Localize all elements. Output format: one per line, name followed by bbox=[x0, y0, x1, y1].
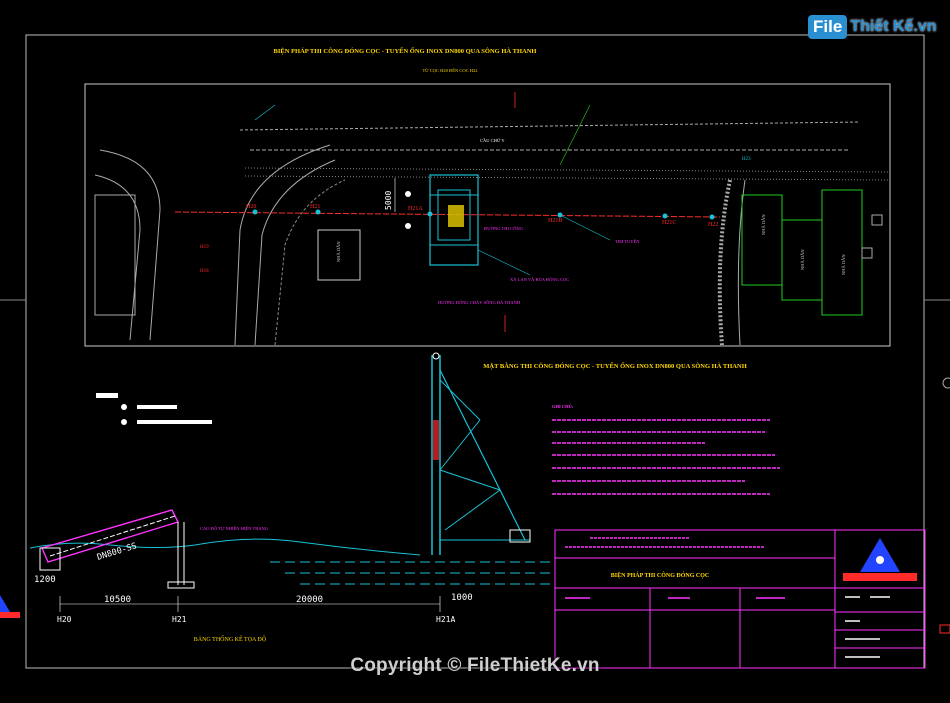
tb-drawing-name: BIỆN PHÁP THI CÔNG ĐÓNG CỌC bbox=[611, 571, 709, 579]
left-partial-bar bbox=[0, 612, 20, 618]
barge-label: XÀ LAN VÀ BÚA ĐÓNG CỌC bbox=[510, 277, 569, 282]
ground-label: CAO ĐỘ TỰ NHIÊN HIỆN TRẠNG bbox=[200, 526, 269, 531]
label-h18: H18 bbox=[200, 269, 209, 274]
dim-5000-plan: 5000 bbox=[384, 191, 393, 210]
symbol-right-2 bbox=[861, 247, 873, 259]
rig-winch bbox=[509, 529, 531, 543]
title-top: BIỆN PHÁP THI CÔNG ĐÓNG CỌC - TUYẾN ỐNG … bbox=[274, 47, 537, 55]
pipe-axis bbox=[174, 211, 721, 218]
title-mid: MẶT BẰNG THI CÔNG ĐÓNG CỌC - TUYẾN ỐNG I… bbox=[483, 362, 747, 370]
rig-top bbox=[432, 352, 440, 360]
label-h21b: H21B bbox=[548, 218, 562, 224]
barge-deck bbox=[437, 189, 471, 241]
building-left bbox=[94, 194, 136, 316]
leader-axis bbox=[559, 214, 611, 241]
logo-text: Thiết Kế.vn bbox=[850, 18, 937, 35]
working-area-label: ĐƯỜNG THI CÔNG bbox=[484, 226, 524, 231]
station-h21-section: H21 bbox=[172, 615, 187, 624]
rocky-bank bbox=[717, 179, 732, 346]
left-road-curve-5 bbox=[274, 179, 346, 346]
bridge-label: CẦU CHỮ Y bbox=[480, 138, 505, 143]
rig-brace-5 bbox=[444, 489, 501, 531]
dim-10500: 10500 bbox=[104, 595, 131, 605]
site-logo: File Thiết Kế.vn bbox=[808, 10, 944, 44]
rig-brace-1 bbox=[439, 369, 526, 541]
house-right-3 bbox=[821, 189, 863, 316]
left-road-curve-4 bbox=[254, 159, 336, 346]
dim-20000: 20000 bbox=[296, 595, 323, 605]
left-road-curve-3 bbox=[234, 144, 331, 346]
house-box-left bbox=[317, 229, 361, 281]
legend-bar-1 bbox=[137, 405, 177, 409]
legend-box bbox=[96, 393, 118, 398]
marker-h20-plan bbox=[252, 209, 258, 215]
house-label-right-3: NHÀ DÂN bbox=[841, 254, 846, 275]
bank-line-bottom bbox=[244, 175, 891, 181]
rig-brace-2 bbox=[439, 379, 481, 421]
label-h21a: H21A bbox=[408, 206, 423, 212]
label-h21c: H21C bbox=[662, 220, 676, 226]
drawing-frame bbox=[25, 34, 925, 669]
tb-logo-triangle bbox=[860, 538, 900, 572]
copyright-watermark: Copyright © FileThietKe.vn bbox=[350, 655, 600, 676]
axis-label: TIM TUYẾN bbox=[615, 239, 640, 244]
marker-h21c-plan bbox=[662, 213, 668, 219]
label-h21: H21 bbox=[310, 204, 320, 210]
right-partial-circle bbox=[942, 377, 950, 389]
pile-hammer bbox=[448, 205, 464, 227]
leader-cyan-top bbox=[254, 104, 276, 121]
station-h21a-section: H21A bbox=[436, 615, 455, 624]
pier-h20 bbox=[39, 547, 61, 571]
rig-brace-3 bbox=[439, 419, 481, 471]
left-road-curve-1 bbox=[99, 149, 161, 341]
house-label-right-1: NHÀ DÂN bbox=[761, 214, 766, 235]
legend-marker-1 bbox=[121, 404, 127, 410]
tb-logo-bar bbox=[843, 573, 917, 581]
pier-h21-base bbox=[167, 581, 195, 589]
leader-barge bbox=[477, 249, 531, 276]
left-road-curve-2 bbox=[94, 174, 141, 341]
section-caption: BẢNG THỐNG KÊ TỌA ĐỘ bbox=[194, 635, 267, 643]
house-label-right-2: NHÀ DÂN bbox=[800, 249, 805, 270]
label-h23: H23 bbox=[742, 157, 751, 162]
rig-brace-4 bbox=[439, 469, 501, 491]
house-right-1 bbox=[741, 194, 783, 286]
marker-h22-plan bbox=[709, 214, 715, 220]
legend-marker-2 bbox=[121, 419, 127, 425]
label-h20: H20 bbox=[246, 204, 256, 210]
bank-line-top bbox=[244, 167, 891, 173]
leader-green bbox=[559, 104, 591, 166]
road-line bbox=[239, 121, 861, 131]
flow-label: HƯỚNG DÒNG CHẢY SÔNG HÀ THANH bbox=[438, 300, 521, 305]
station-h20-section: H20 bbox=[57, 615, 72, 624]
right-partial-box bbox=[939, 624, 950, 634]
dim-1200: 1200 bbox=[34, 575, 56, 585]
rig-hammer bbox=[433, 420, 439, 460]
left-partial-logo bbox=[0, 595, 10, 612]
dim-1000: 1000 bbox=[451, 593, 473, 603]
note-heading: GHI CHÚ: bbox=[552, 404, 574, 409]
tb-logo-dot bbox=[876, 556, 884, 564]
barge bbox=[429, 174, 479, 266]
barge-node-1 bbox=[405, 191, 411, 197]
house-label-left: NHÀ DÂN bbox=[336, 241, 341, 262]
label-h19: H19 bbox=[200, 245, 209, 250]
subtitle-top: TỪ CỌC H20 ĐẾN CỌC H22 bbox=[422, 68, 477, 73]
symbol-right-1 bbox=[871, 214, 883, 226]
plan-view-frame bbox=[84, 83, 891, 347]
marker-h21-plan bbox=[315, 209, 321, 215]
ground-profile bbox=[29, 538, 421, 556]
logo-file-badge: File bbox=[808, 15, 848, 39]
right-bank-line bbox=[737, 179, 746, 346]
legend-bar-2 bbox=[137, 420, 212, 424]
label-h22: H22 bbox=[708, 222, 718, 228]
barge-node-2 bbox=[405, 223, 411, 229]
pipe-profile-inner bbox=[49, 515, 176, 557]
